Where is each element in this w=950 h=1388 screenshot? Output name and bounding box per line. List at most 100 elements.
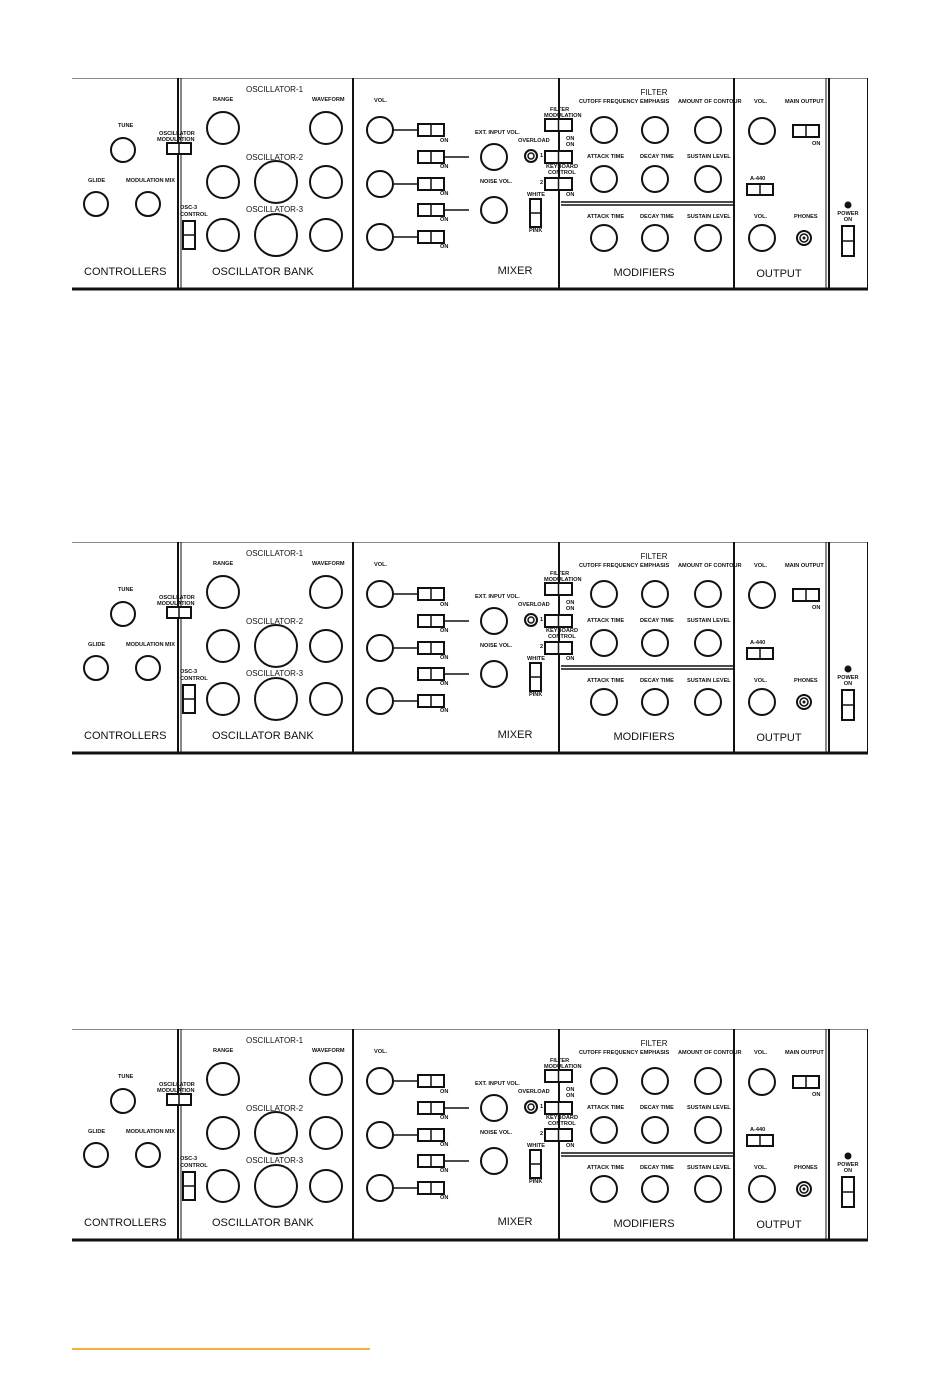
amount-of-contour-knob[interactable] bbox=[694, 116, 722, 144]
osc3-control-switch[interactable] bbox=[182, 220, 196, 250]
main-volume-knob[interactable] bbox=[748, 581, 776, 609]
noise-volume-knob[interactable] bbox=[480, 196, 508, 224]
osc2-on-switch[interactable] bbox=[417, 1128, 445, 1142]
osc1-volume-knob[interactable] bbox=[366, 580, 394, 608]
ext-input-volume-knob[interactable] bbox=[480, 607, 508, 635]
filter-sustain-knob[interactable] bbox=[694, 165, 722, 193]
osc3-volume-knob[interactable] bbox=[366, 1174, 394, 1202]
emphasis-knob[interactable] bbox=[641, 1067, 669, 1095]
noise-on-switch[interactable] bbox=[417, 203, 445, 217]
ext-input-volume-knob[interactable] bbox=[480, 143, 508, 171]
osc2-waveform-knob[interactable] bbox=[309, 629, 343, 663]
filter-sustain-knob[interactable] bbox=[694, 629, 722, 657]
ext-input-on-switch[interactable] bbox=[417, 150, 445, 164]
amount-of-contour-knob[interactable] bbox=[694, 1067, 722, 1095]
phones-jack[interactable] bbox=[796, 1181, 812, 1197]
loudness-decay-knob[interactable] bbox=[641, 688, 669, 716]
noise-on-switch[interactable] bbox=[417, 1154, 445, 1168]
osc3-waveform-knob[interactable] bbox=[309, 218, 343, 252]
modulation-mix-knob[interactable] bbox=[135, 191, 161, 217]
noise-color-switch[interactable] bbox=[529, 1149, 542, 1179]
glide-knob[interactable] bbox=[83, 655, 109, 681]
oscillator-modulation-switch[interactable] bbox=[166, 606, 192, 619]
osc3-tune-knob[interactable] bbox=[206, 682, 240, 716]
osc2-frequency-knob[interactable] bbox=[254, 1111, 298, 1155]
main-output-switch[interactable] bbox=[792, 1075, 820, 1089]
filter-attack-knob[interactable] bbox=[590, 1116, 618, 1144]
osc1-on-switch[interactable] bbox=[417, 587, 445, 601]
noise-on-switch[interactable] bbox=[417, 667, 445, 681]
filter-attack-knob[interactable] bbox=[590, 629, 618, 657]
osc3-tune-knob[interactable] bbox=[206, 1169, 240, 1203]
tune-knob[interactable] bbox=[110, 1088, 136, 1114]
osc2-tune-knob[interactable] bbox=[206, 629, 240, 663]
osc2-tune-knob[interactable] bbox=[206, 165, 240, 199]
main-output-switch[interactable] bbox=[792, 124, 820, 138]
a440-switch[interactable] bbox=[746, 183, 774, 196]
keyboard-control-1-switch[interactable] bbox=[544, 614, 573, 628]
osc3-waveform-knob[interactable] bbox=[309, 682, 343, 716]
waveform-knob[interactable] bbox=[309, 1062, 343, 1096]
filter-modulation-switch[interactable] bbox=[544, 582, 573, 596]
osc3-frequency-knob[interactable] bbox=[254, 213, 298, 257]
glide-knob[interactable] bbox=[83, 191, 109, 217]
osc3-frequency-knob[interactable] bbox=[254, 677, 298, 721]
modulation-mix-knob[interactable] bbox=[135, 655, 161, 681]
loudness-attack-knob[interactable] bbox=[590, 224, 618, 252]
phones-jack[interactable] bbox=[796, 230, 812, 246]
cutoff-frequency-knob[interactable] bbox=[590, 1067, 618, 1095]
loudness-sustain-knob[interactable] bbox=[694, 1175, 722, 1203]
loudness-decay-knob[interactable] bbox=[641, 224, 669, 252]
loudness-sustain-knob[interactable] bbox=[694, 224, 722, 252]
noise-color-switch[interactable] bbox=[529, 662, 542, 692]
keyboard-control-2-switch[interactable] bbox=[544, 641, 573, 655]
osc1-volume-knob[interactable] bbox=[366, 1067, 394, 1095]
osc3-control-switch[interactable] bbox=[182, 1171, 196, 1201]
a440-switch[interactable] bbox=[746, 647, 774, 660]
power-switch[interactable] bbox=[841, 225, 855, 257]
keyboard-control-1-switch[interactable] bbox=[544, 1101, 573, 1115]
osc2-volume-knob[interactable] bbox=[366, 1121, 394, 1149]
osc2-frequency-knob[interactable] bbox=[254, 160, 298, 204]
oscillator-modulation-switch[interactable] bbox=[166, 142, 192, 155]
ext-input-on-switch[interactable] bbox=[417, 614, 445, 628]
filter-modulation-switch[interactable] bbox=[544, 118, 573, 132]
a440-switch[interactable] bbox=[746, 1134, 774, 1147]
filter-attack-knob[interactable] bbox=[590, 165, 618, 193]
filter-decay-knob[interactable] bbox=[641, 629, 669, 657]
osc1-on-switch[interactable] bbox=[417, 123, 445, 137]
filter-modulation-switch[interactable] bbox=[544, 1069, 573, 1083]
osc2-on-switch[interactable] bbox=[417, 641, 445, 655]
osc1-volume-knob[interactable] bbox=[366, 116, 394, 144]
phones-volume-knob[interactable] bbox=[748, 688, 776, 716]
range-knob[interactable] bbox=[206, 575, 240, 609]
keyboard-control-2-switch[interactable] bbox=[544, 177, 573, 191]
phones-volume-knob[interactable] bbox=[748, 224, 776, 252]
ext-input-volume-knob[interactable] bbox=[480, 1094, 508, 1122]
main-volume-knob[interactable] bbox=[748, 1068, 776, 1096]
osc3-control-switch[interactable] bbox=[182, 684, 196, 714]
power-switch[interactable] bbox=[841, 1176, 855, 1208]
emphasis-knob[interactable] bbox=[641, 580, 669, 608]
glide-knob[interactable] bbox=[83, 1142, 109, 1168]
osc3-on-switch[interactable] bbox=[417, 230, 445, 244]
waveform-knob[interactable] bbox=[309, 575, 343, 609]
main-volume-knob[interactable] bbox=[748, 117, 776, 145]
filter-decay-knob[interactable] bbox=[641, 165, 669, 193]
loudness-attack-knob[interactable] bbox=[590, 688, 618, 716]
tune-knob[interactable] bbox=[110, 137, 136, 163]
osc2-frequency-knob[interactable] bbox=[254, 624, 298, 668]
osc2-volume-knob[interactable] bbox=[366, 170, 394, 198]
keyboard-control-2-switch[interactable] bbox=[544, 1128, 573, 1142]
osc3-on-switch[interactable] bbox=[417, 694, 445, 708]
range-knob[interactable] bbox=[206, 111, 240, 145]
cutoff-frequency-knob[interactable] bbox=[590, 580, 618, 608]
noise-color-switch[interactable] bbox=[529, 198, 542, 228]
emphasis-knob[interactable] bbox=[641, 116, 669, 144]
phones-jack[interactable] bbox=[796, 694, 812, 710]
waveform-knob[interactable] bbox=[309, 111, 343, 145]
ext-input-on-switch[interactable] bbox=[417, 1101, 445, 1115]
cutoff-frequency-knob[interactable] bbox=[590, 116, 618, 144]
osc2-tune-knob[interactable] bbox=[206, 1116, 240, 1150]
loudness-decay-knob[interactable] bbox=[641, 1175, 669, 1203]
